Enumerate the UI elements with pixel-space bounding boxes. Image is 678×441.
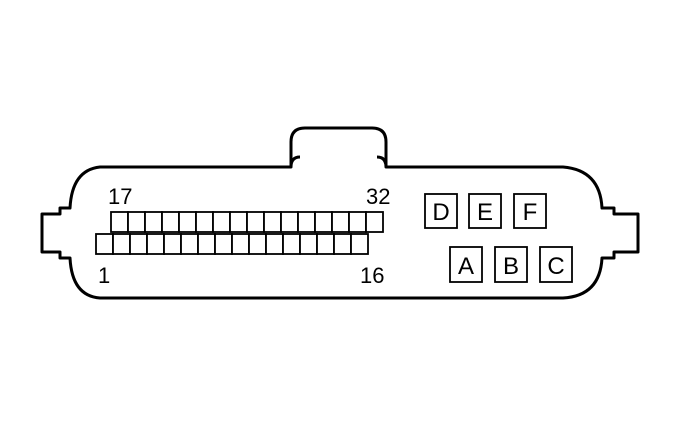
pin-label-1: 1 xyxy=(98,263,110,288)
pin-cavity-24 xyxy=(229,211,248,233)
latch-notch-right xyxy=(376,155,388,168)
pin-row-bottom xyxy=(95,233,369,255)
pin-cavity-29 xyxy=(314,211,333,233)
latch-notch-left xyxy=(289,155,301,168)
pin-cavity-28 xyxy=(297,211,316,233)
cavity-f xyxy=(513,193,547,229)
cavity-c-label: C xyxy=(547,253,564,280)
pin-label-32: 32 xyxy=(366,184,390,209)
pin-cavity-1 xyxy=(95,233,114,255)
cavity-e-label: E xyxy=(477,199,493,226)
cavity-b-label: B xyxy=(503,253,519,280)
pin-cavity-13 xyxy=(299,233,318,255)
pin-cavity-17 xyxy=(110,211,129,233)
pin-cavity-31 xyxy=(348,211,367,233)
pin-cavity-11 xyxy=(265,233,284,255)
pin-cavity-16 xyxy=(350,233,369,255)
cavity-d xyxy=(424,193,458,229)
pin-cavity-8 xyxy=(214,233,233,255)
pin-cavity-23 xyxy=(212,211,231,233)
pin-cavity-30 xyxy=(331,211,350,233)
pin-cavity-32 xyxy=(365,211,384,233)
pin-cavity-26 xyxy=(263,211,282,233)
pin-cavity-9 xyxy=(231,233,250,255)
pin-cavity-18 xyxy=(127,211,146,233)
cavity-a xyxy=(449,246,483,283)
pin-cavity-5 xyxy=(163,233,182,255)
pin-cavity-12 xyxy=(282,233,301,255)
cavity-f-label: F xyxy=(523,199,538,226)
cavity-d-label: D xyxy=(432,199,449,226)
pin-cavity-15 xyxy=(333,233,352,255)
pin-cavity-6 xyxy=(180,233,199,255)
pin-cavity-20 xyxy=(161,211,180,233)
pin-cavity-14 xyxy=(316,233,335,255)
pin-cavity-7 xyxy=(197,233,216,255)
pin-row-top xyxy=(110,211,384,233)
pin-cavity-2 xyxy=(112,233,131,255)
pin-label-17: 17 xyxy=(108,184,132,209)
pin-cavity-10 xyxy=(248,233,267,255)
pin-cavity-27 xyxy=(280,211,299,233)
cavity-c xyxy=(539,246,573,283)
pin-cavity-22 xyxy=(195,211,214,233)
pin-cavity-3 xyxy=(129,233,148,255)
pin-cavity-4 xyxy=(146,233,165,255)
pin-cavity-25 xyxy=(246,211,265,233)
cavity-b xyxy=(494,246,528,283)
pin-label-16: 16 xyxy=(360,263,384,288)
cavity-a-label: A xyxy=(458,253,474,280)
cavity-e xyxy=(468,193,502,229)
pin-cavity-19 xyxy=(144,211,163,233)
pin-cavity-21 xyxy=(178,211,197,233)
